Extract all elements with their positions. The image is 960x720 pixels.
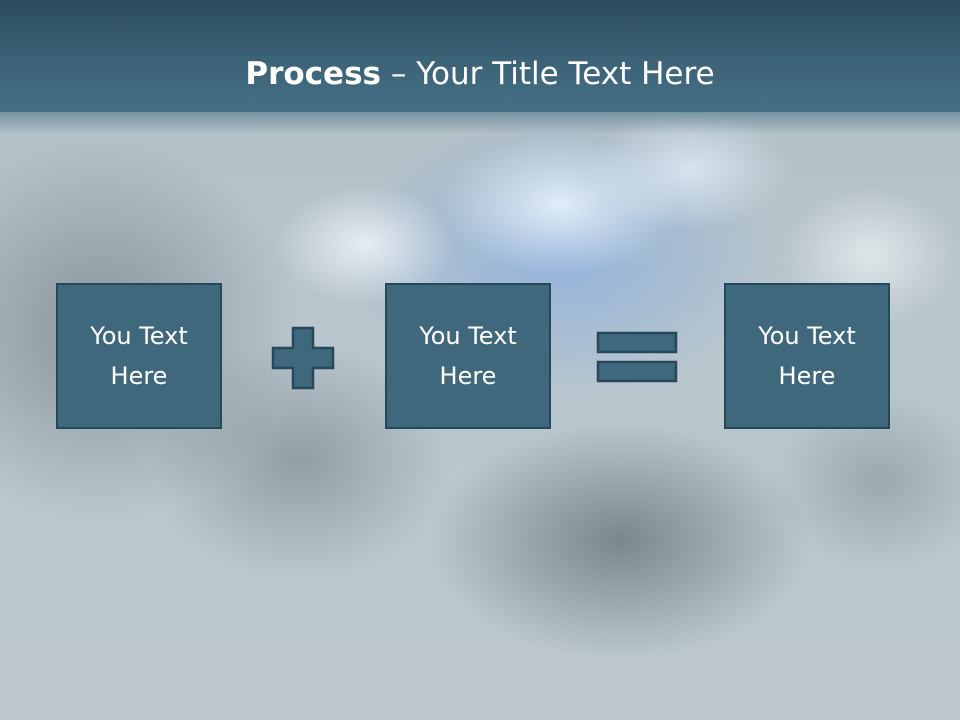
equals-icon	[596, 331, 678, 383]
process-box-3: You Text Here	[724, 283, 890, 429]
process-box-2-text: You Text Here	[419, 322, 517, 390]
process-box-3-text: You Text Here	[758, 322, 856, 390]
plus-icon	[271, 326, 335, 390]
slide-title-rest: – Your Title Text Here	[381, 56, 715, 92]
title-bar-fade	[0, 112, 960, 134]
slide-title-bold: Process	[245, 56, 381, 92]
process-box-2: You Text Here	[385, 283, 551, 429]
process-box-1: You Text Here	[56, 283, 222, 429]
title-bar	[0, 0, 960, 112]
slide-title: Process – Your Title Text Here	[0, 52, 960, 96]
process-box-1-text: You Text Here	[90, 322, 188, 390]
